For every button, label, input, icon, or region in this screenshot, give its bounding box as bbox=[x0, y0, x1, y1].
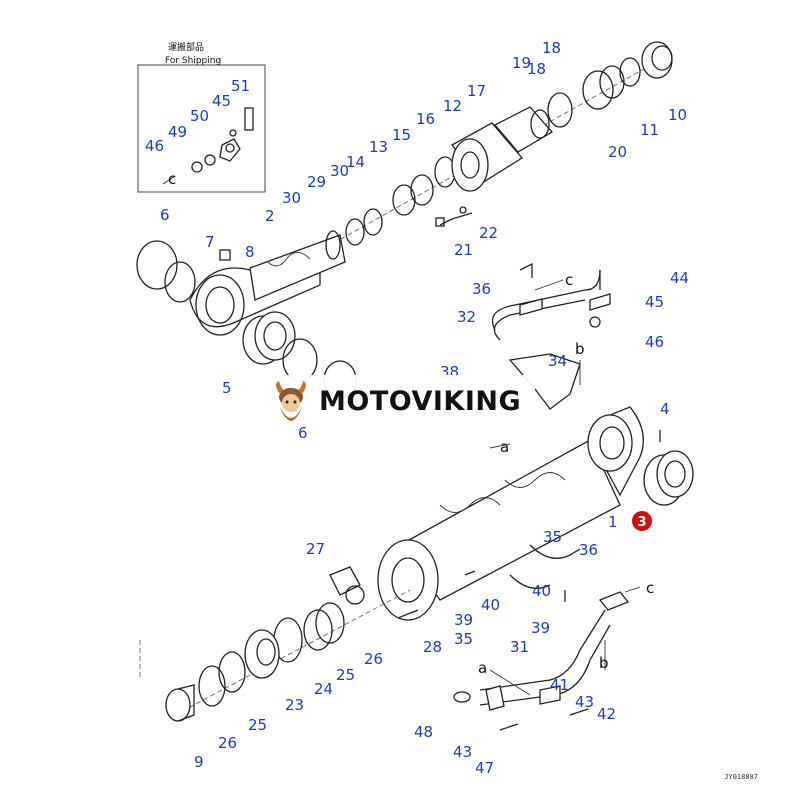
callout-number: 22 bbox=[479, 224, 498, 242]
callout-numbers: 5145504946181918171216151314302930267810… bbox=[145, 39, 689, 777]
callout-number: 43 bbox=[453, 743, 472, 761]
callout-number: 31 bbox=[510, 638, 529, 656]
callout-number: 35 bbox=[543, 528, 562, 546]
callout-number: 50 bbox=[190, 107, 209, 125]
drawing-code: JY018887 bbox=[724, 773, 758, 781]
callout-number: 12 bbox=[443, 97, 462, 115]
callout-number: 1 bbox=[608, 513, 618, 531]
callout-number: 10 bbox=[668, 106, 687, 124]
callout-number: 21 bbox=[454, 241, 473, 259]
callout-number: 24 bbox=[314, 680, 333, 698]
callout-number: 9 bbox=[194, 753, 204, 771]
callout-number: 46 bbox=[145, 137, 164, 155]
callout-number: 7 bbox=[205, 233, 215, 251]
callout-number: 39 bbox=[531, 619, 550, 637]
callout-number: 6 bbox=[160, 206, 170, 224]
reference-letter: c bbox=[565, 271, 573, 289]
callout-number: 42 bbox=[597, 705, 616, 723]
callout-number: 49 bbox=[168, 123, 187, 141]
highlight-number: 3 bbox=[637, 515, 646, 530]
callout-number: 48 bbox=[414, 723, 433, 741]
callout-number: 34 bbox=[548, 352, 567, 370]
highlight-badge: 3 bbox=[632, 511, 652, 531]
callout-number: 25 bbox=[336, 666, 355, 684]
piston-assembly bbox=[139, 566, 419, 722]
inset-title-en: For Shipping bbox=[165, 56, 221, 66]
callout-number: 19 bbox=[512, 54, 531, 72]
callout-number: 41 bbox=[550, 676, 569, 694]
watermark-banner: MOTOVIKING bbox=[265, 375, 535, 427]
rod-assembly bbox=[136, 41, 673, 400]
reference-letter: a bbox=[478, 659, 487, 677]
callout-number: 26 bbox=[364, 650, 383, 668]
cylinder-tube bbox=[377, 406, 694, 621]
callout-number: 28 bbox=[423, 638, 442, 656]
piping-lower bbox=[453, 570, 630, 731]
callout-number: 36 bbox=[579, 541, 598, 559]
callout-number: 18 bbox=[542, 39, 561, 57]
callout-number: 44 bbox=[670, 269, 689, 287]
reference-letters: c c b a c b a bbox=[168, 170, 654, 677]
inset-title-jp: 運搬部品 bbox=[168, 41, 204, 53]
reference-letter: c bbox=[168, 170, 176, 188]
callout-number: 4 bbox=[660, 400, 670, 418]
callout-number: 14 bbox=[346, 153, 365, 171]
callout-number: 43 bbox=[575, 693, 594, 711]
callout-number: 25 bbox=[248, 716, 267, 734]
callout-number: 39 bbox=[454, 611, 473, 629]
callout-number: 29 bbox=[307, 173, 326, 191]
reference-letter: b bbox=[599, 654, 609, 672]
callout-number: 36 bbox=[472, 280, 491, 298]
callout-number: 20 bbox=[608, 143, 627, 161]
shipping-inset: 運搬部品 For Shipping bbox=[137, 41, 266, 193]
callout-number: 18 bbox=[527, 60, 546, 78]
callout-number: 51 bbox=[231, 77, 250, 95]
callout-number: 23 bbox=[285, 696, 304, 714]
callout-number: 47 bbox=[475, 759, 494, 777]
callout-number: 40 bbox=[481, 596, 500, 614]
reference-arrows bbox=[489, 279, 641, 696]
callout-number: 5 bbox=[222, 379, 232, 397]
viking-logo-icon bbox=[276, 381, 306, 421]
callout-number: 30 bbox=[282, 189, 301, 207]
callout-number: 17 bbox=[467, 82, 486, 100]
callout-number: 35 bbox=[454, 630, 473, 648]
piping-upper bbox=[491, 262, 611, 410]
callout-number: 32 bbox=[457, 308, 476, 326]
callout-number: 15 bbox=[392, 126, 411, 144]
callout-number: 13 bbox=[369, 138, 388, 156]
reference-letter: c bbox=[646, 579, 654, 597]
watermark-brand: MOTOVIKING bbox=[319, 385, 522, 417]
callout-number: 6 bbox=[298, 424, 308, 442]
callout-number: 26 bbox=[218, 734, 237, 752]
callout-number: 11 bbox=[640, 121, 659, 139]
reference-letter: a bbox=[500, 438, 509, 456]
callout-number: 16 bbox=[416, 110, 435, 128]
reference-letter: b bbox=[575, 340, 585, 358]
callout-number: 45 bbox=[645, 293, 664, 311]
callout-number: 8 bbox=[245, 243, 255, 261]
callout-number: 30 bbox=[330, 162, 349, 180]
callout-number: 2 bbox=[265, 207, 275, 225]
highlight-circle bbox=[632, 511, 652, 531]
callout-number: 40 bbox=[532, 582, 551, 600]
callout-number: 27 bbox=[306, 540, 325, 558]
callout-number: 45 bbox=[212, 92, 231, 110]
callout-number: 46 bbox=[645, 333, 664, 351]
